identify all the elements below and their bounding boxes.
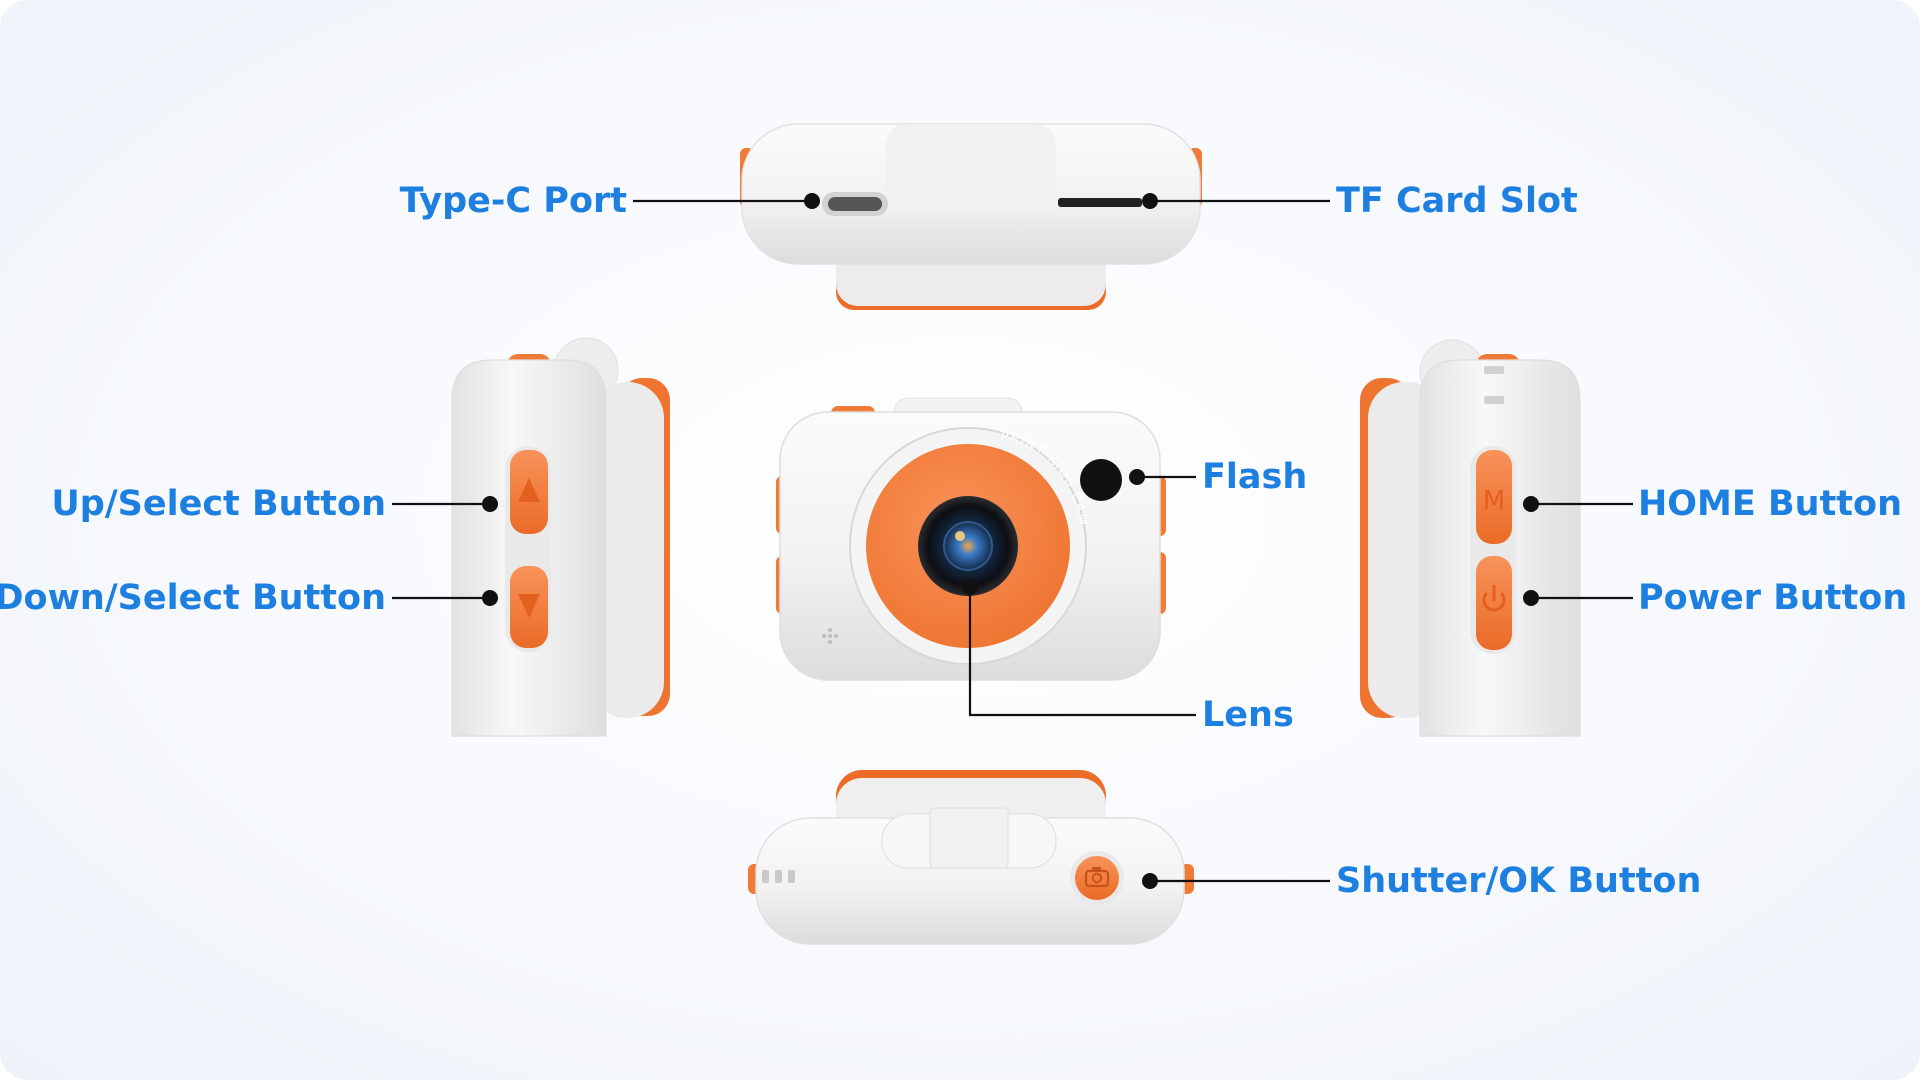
leader-lines [392,199,1633,883]
left-view-rear-body [590,382,664,718]
right-view-vent-1 [1484,366,1504,374]
up-select-button-label: Up/Select Button [51,484,386,524]
down-select-button-label: Down/Select Button [0,578,386,618]
dot-down-select [482,590,498,606]
dot-flash [1129,469,1145,485]
microphone-holes [822,628,838,644]
camera-icon [1084,867,1110,888]
dot-lens [962,579,978,595]
dot-shutter-ok [1142,873,1158,889]
home-button[interactable] [1476,450,1512,544]
shutter-ok-button-label: Shutter/OK Button [1336,861,1702,901]
camera-right-view: M [1360,339,1581,737]
lens-shape [918,496,1018,596]
lens-label: Lens [1202,695,1294,735]
dot-tf-card-slot [1142,193,1158,209]
home-button-label: HOME Button [1638,484,1902,524]
bottom-view-vent-2 [775,870,782,883]
shutter-ok-button[interactable] [1075,856,1119,900]
dot-type-c-port [804,193,820,209]
tf-card-slot-label: TF Card Slot [1336,181,1578,221]
type-c-port-label: Type-C Port [399,181,627,221]
dot-up-select [482,496,498,512]
flash-label: Flash [1202,457,1308,497]
type-c-port-inner [828,197,882,211]
dot-power [1523,590,1539,606]
leader-lens [968,587,1196,717]
bottom-view-vent-3 [788,870,795,883]
bottom-view-hinge-center [929,807,1009,869]
camera-left-view [451,337,670,737]
dot-home [1523,496,1539,512]
power-button-label: Power Button [1638,578,1908,618]
power-icon [1482,584,1506,612]
triangle-down-icon [518,594,540,618]
lens-highlight [955,531,965,541]
triangle-up-icon [518,478,540,502]
right-view-vent-2 [1484,396,1504,404]
flash-shape [1080,459,1122,501]
camera-bottom-view [748,770,1194,945]
lens-inner-ring [943,521,993,571]
bottom-view-vent-1 [762,870,769,883]
power-button[interactable] [1476,556,1512,650]
top-view-hump [886,124,1056,214]
tf-card-slot-shape [1058,198,1142,207]
camera-top-view [740,123,1202,310]
camera-front-view: PRINT KIDS CAM [776,397,1166,681]
leader-dots [482,193,1539,889]
m-letter-icon: M [1483,486,1505,516]
